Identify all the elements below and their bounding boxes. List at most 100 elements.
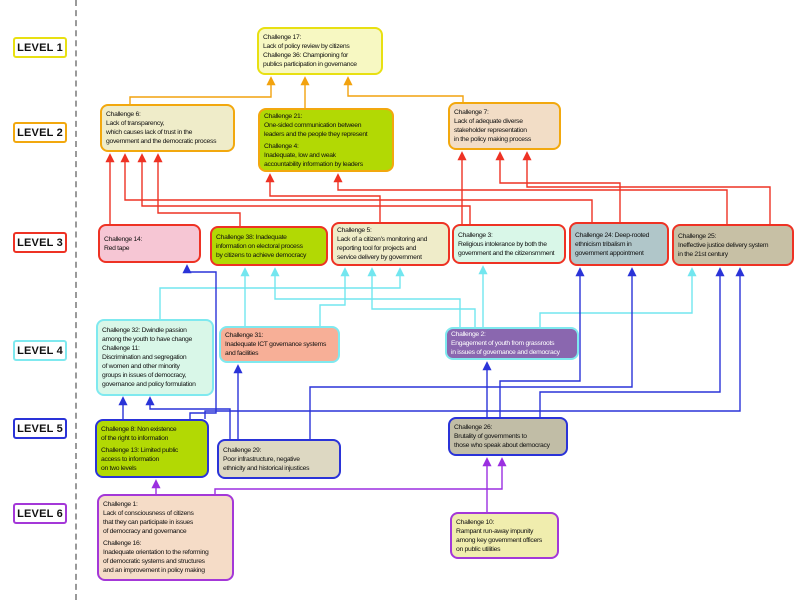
box-challenge-1-16-text-line: and an improvement in policy making — [103, 567, 205, 574]
box-challenge-32-11-text-line: among the youth to have change — [102, 336, 193, 343]
arrow-challenge-26-to-challenge-25 — [539, 267, 725, 417]
box-challenge-29-text-line: ethnicity and historical injustices — [223, 464, 310, 472]
box-challenge-21-4: Challenge 21:One-sided communication bet… — [258, 108, 394, 172]
box-challenge-32-11-text-line: Discrimination and segregation — [102, 354, 187, 361]
arrow-challenge-26-to-challenge-24 — [499, 267, 585, 417]
arrow-challenge-31-to-challenge-5 — [319, 267, 350, 326]
level-label-level-5: LEVEL 5 — [13, 418, 67, 439]
box-challenge-5-text-line: reporting tool for projects and — [337, 245, 417, 252]
arrow-challenge-8-13-to-challenge-14 — [182, 264, 217, 419]
box-challenge-25-text-line: Challenge 25: — [678, 232, 717, 240]
box-challenge-1-16-text-line: Challenge 1: — [103, 501, 138, 508]
box-challenge-29-text-line: Poor infrastructure, negative — [223, 455, 300, 463]
arrow-challenge-2-to-challenge-5 — [367, 267, 476, 327]
box-challenge-32-11-text-line: groups in issues of democracy, — [102, 372, 187, 379]
box-challenge-25-text-line: in the 21st century — [678, 250, 728, 258]
box-challenge-17-36-text-line: Challenge 36: Championing for — [263, 52, 349, 59]
arrow-challenge-6-to-challenge-17-36 — [129, 76, 276, 104]
box-challenge-26: Challenge 26: Brutality of governments to… — [448, 417, 568, 456]
box-challenge-14-text-line: Challenge 14: — [104, 235, 143, 243]
box-challenge-24-text-line: Challenge 24: Deep-rooted — [575, 231, 650, 239]
box-challenge-29: Challenge 29:Poor infrastructure, negati… — [217, 439, 341, 479]
arrow-challenge-38-to-challenge-6 — [153, 153, 241, 226]
box-challenge-8-13-text-line: of the right to information — [101, 434, 169, 442]
box-challenge-38-text-line: information on electoral process — [216, 242, 303, 250]
box-challenge-38-text-line: by citizens to achieve democracy — [216, 251, 307, 259]
box-challenge-2-text-line: in issues of governance and democracy — [451, 349, 560, 356]
box-challenge-3-text-line: Challenge 3: — [458, 231, 493, 239]
arrow-challenge-2-to-challenge-38 — [270, 267, 461, 327]
level-divider-dashed-line — [75, 0, 77, 600]
box-challenge-26-text-line: Brutality of governments to — [454, 433, 527, 440]
box-challenge-10-text-line: on public utilities — [456, 545, 501, 553]
level-label-level-6: LEVEL 6 — [13, 503, 67, 524]
box-challenge-2: Challenge 2:Engagement of youth from gra… — [445, 327, 579, 360]
box-challenge-1-16-text-line: that they can participate in issues — [103, 519, 194, 526]
box-challenge-26-text-line: those who speak about democracy — [454, 442, 550, 449]
arrow-challenge-25-to-challenge-7 — [522, 151, 771, 224]
box-challenge-6: Challenge 6:Lack of transparency,which c… — [100, 104, 235, 152]
box-challenge-8-13-text-line: on two levels — [101, 464, 137, 472]
box-challenge-6-text-line: government and the democratic process — [106, 138, 217, 145]
box-challenge-32-11-text-line: governance and policy formulation — [102, 381, 196, 388]
arrow-challenge-29-to-challenge-32-11 — [145, 396, 231, 439]
arrow-challenge-24-to-challenge-6 — [120, 153, 593, 222]
box-challenge-26-text-line: Challenge 26: — [454, 424, 493, 431]
box-challenge-1-16-text-line: Challenge 16: — [103, 540, 142, 547]
box-challenge-32-11-text-line: Challenge 11: — [102, 345, 140, 352]
arrow-challenge-2-to-challenge-25 — [539, 267, 697, 327]
arrow-challenge-29-to-challenge-24 — [309, 267, 637, 439]
box-challenge-5-text-line: service delivery by government — [337, 254, 422, 261]
box-challenge-24-text-line: ethnicism tribalism in — [575, 240, 632, 248]
box-challenge-6-text-line: which causes lack of trust in the — [106, 129, 193, 136]
box-challenge-7-text-line: stakeholder representation — [454, 127, 527, 134]
box-challenge-1-16-text-line: Inadequate orientation to the reforming — [103, 549, 209, 556]
box-challenge-31: Challenge 31:Inadequate ICT governance s… — [219, 326, 340, 363]
box-challenge-32-11: Challenge 32: Dwindle passion among the y… — [96, 319, 214, 396]
box-challenge-21-4-text-line: leaders and the people they represent — [264, 130, 368, 138]
box-challenge-21-4-text-line: One-sided communication between — [264, 121, 362, 129]
box-challenge-7-text-line: in the policy making process — [454, 136, 531, 143]
level-label-level-2: LEVEL 2 — [13, 122, 67, 143]
box-challenge-1-16-text-line: of democracy and governance — [103, 528, 187, 535]
box-challenge-10-text-line: Rampant run-away impunity — [456, 527, 534, 535]
level-label-level-4: LEVEL 4 — [13, 340, 67, 361]
box-challenge-3-text-line: Religious intolerance by both the — [458, 240, 547, 248]
box-challenge-32-11-text-line: of women and other minority — [102, 363, 180, 370]
box-challenge-17-36-text-line: Challenge 17: — [263, 34, 302, 41]
level-label-level-3: LEVEL 3 — [13, 232, 67, 253]
level-label-level-1: LEVEL 1 — [13, 37, 67, 58]
arrow-challenge-24-to-challenge-7 — [495, 151, 621, 222]
arrow-challenge-8-13-to-challenge-25 — [204, 267, 745, 419]
box-challenge-2-text-line: Challenge 2: — [451, 331, 486, 338]
box-challenge-25: Challenge 25:Ineffective justice deliver… — [672, 224, 794, 266]
arrow-challenge-1-16-to-challenge-26 — [214, 457, 507, 494]
arrow-challenge-25-to-challenge-21-4 — [333, 173, 728, 224]
box-challenge-24-text-line: government appointment — [575, 249, 644, 257]
box-challenge-21-4-text-line: accountability information by leaders — [264, 160, 363, 168]
box-challenge-31-text-line: Challenge 31: — [225, 332, 264, 339]
box-challenge-6-text-line: Challenge 6: — [106, 111, 141, 118]
box-challenge-21-4-text-line: Inadequate, low and weak — [264, 151, 336, 159]
box-challenge-29-text-line: Challenge 29: — [223, 446, 262, 454]
box-challenge-7-text-line: Challenge 7: — [454, 109, 489, 116]
box-challenge-10-text-line: Challenge 10: — [456, 518, 495, 526]
box-challenge-25-text-line: Ineffective justice delivery system — [678, 241, 769, 249]
box-challenge-8-13-text-line: access to information — [101, 455, 159, 463]
box-challenge-10-text-line: among key government officers — [456, 536, 543, 544]
arrow-challenge-32-11-to-challenge-5 — [159, 267, 405, 319]
box-challenge-3: Challenge 3:Religious intolerance by bot… — [452, 224, 566, 264]
arrow-challenge-3-to-challenge-6 — [137, 153, 471, 224]
box-challenge-31-text-line: and facilities — [225, 350, 259, 357]
arrow-challenge-7-to-challenge-17-36 — [343, 76, 464, 102]
box-challenge-1-16: Challenge 1:Lack of consciousness of cit… — [97, 494, 234, 581]
box-challenge-38-text-line: Challenge 38: Inadequate — [216, 233, 287, 241]
box-challenge-21-4-text-line: Challenge 21: — [264, 112, 303, 120]
box-challenge-32-11-text-line: Challenge 32: Dwindle passion — [102, 327, 187, 334]
